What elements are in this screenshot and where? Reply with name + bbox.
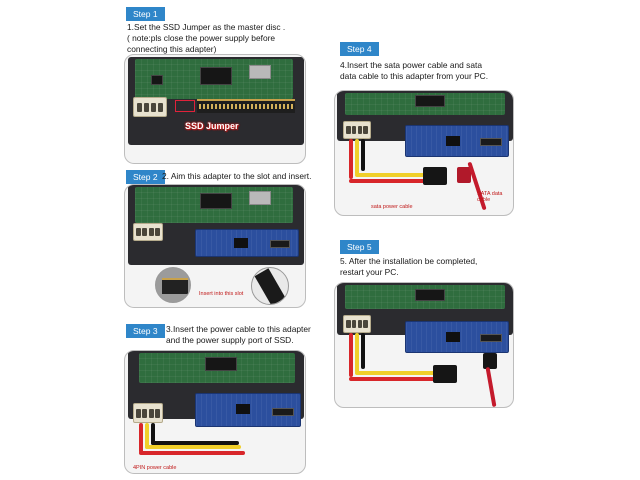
step-4-text: 4.Insert the sata power cable and sata d… <box>340 60 488 82</box>
ide-port <box>197 99 295 113</box>
step-5-image <box>334 282 514 408</box>
molex-power-port <box>343 315 371 333</box>
molex-power-port <box>133 403 163 423</box>
step-4-badge: Step 4 <box>340 42 379 56</box>
step-2-text: 2. Aim this adapter to the slot and inse… <box>162 171 311 182</box>
ide-adapter-icon <box>195 229 299 257</box>
power-wire-yellow-h <box>355 173 425 177</box>
step-5-line-1: 5. After the installation be completed, <box>340 256 478 266</box>
step-3-image: 4PIN power cable <box>124 350 306 474</box>
step-5-line-2: restart your PC. <box>340 267 399 277</box>
step-3-text: 3.Insert the power cable to this adapter… <box>166 324 311 346</box>
step-3-badge: Step 3 <box>126 324 165 338</box>
step-4-line-1: 4.Insert the sata power cable and sata <box>340 60 482 70</box>
ssd-jumper-callout: SSD Jumper <box>185 121 239 131</box>
jumper-highlight <box>175 100 195 112</box>
power-wire-red <box>349 139 353 179</box>
hdd-chip <box>415 95 445 107</box>
sata-data-cable <box>467 161 487 211</box>
sata-power-plug <box>433 365 457 383</box>
hdd-chip-silver <box>249 191 271 205</box>
step-1-line-2: ( note:pls close the power supply before <box>127 33 276 43</box>
step-1-image: SSD Jumper <box>124 54 306 164</box>
step-5-badge: Step 5 <box>340 240 379 254</box>
zoom-ide-slot <box>155 267 191 303</box>
hdd-chip-small <box>151 75 163 85</box>
power-wire-black <box>361 139 365 171</box>
power-wire-yellow <box>355 139 359 175</box>
power-wire-red-h <box>349 179 425 183</box>
power-wire-red <box>349 333 353 377</box>
power-wire-yellow-h <box>355 371 435 375</box>
step-1-line-3: connecting this adapter) <box>127 44 217 54</box>
step-3-line-1: 3.Insert the power cable to this adapter <box>166 324 311 334</box>
insert-slot-callout: Insert into this slot <box>199 291 244 297</box>
sata-power-cable-callout: sata power cable <box>371 204 413 210</box>
molex-power-port <box>133 223 163 241</box>
molex-power-port <box>343 121 371 139</box>
step-4-image: sata power cable SATA data cable <box>334 90 514 216</box>
hdd-chip <box>200 193 232 209</box>
power-wire-red <box>139 423 143 453</box>
step-4-line-2: data cable to this adapter from your PC. <box>340 71 489 81</box>
4pin-power-cable-callout: 4PIN power cable <box>133 465 177 471</box>
molex-power-port <box>133 97 167 117</box>
sata-power-plug <box>423 167 447 185</box>
ide-adapter-icon <box>405 125 509 157</box>
power-wire-yellow <box>355 333 359 373</box>
ide-adapter-icon <box>405 321 509 353</box>
step-2-badge: Step 2 <box>126 170 165 184</box>
power-wire-red-h <box>349 377 435 381</box>
hdd-chip <box>200 67 232 85</box>
sata-data-cable <box>485 366 497 407</box>
step-1-line-1: 1.Set the SSD Jumper as the master disc … <box>127 22 286 32</box>
sata-data-plug <box>457 167 471 183</box>
sata-data-plug <box>483 353 497 369</box>
power-wire-black-h <box>151 441 239 445</box>
power-wire-yellow-h <box>145 445 241 449</box>
sata-data-cable-callout: SATA data cable <box>477 191 503 203</box>
hdd-chip <box>205 357 237 371</box>
step-1-text: 1.Set the SSD Jumper as the master disc … <box>127 22 285 55</box>
power-wire-yellow <box>145 423 149 449</box>
power-wire-black <box>361 333 365 369</box>
zoom-adapter-pins <box>251 267 289 305</box>
hdd-chip-silver <box>249 65 271 79</box>
step-2-image: Insert into this slot <box>124 184 306 308</box>
step-1-badge: Step 1 <box>126 7 165 21</box>
hdd-chip <box>415 289 445 301</box>
power-wire-red-h <box>139 451 245 455</box>
step-2-line-1: 2. Aim this adapter to the slot and inse… <box>162 171 312 181</box>
power-wire-black <box>151 423 155 445</box>
ide-adapter-icon <box>195 393 301 427</box>
step-5-text: 5. After the installation be completed, … <box>340 256 477 278</box>
step-3-line-2: and the power supply port of SSD. <box>166 335 294 345</box>
